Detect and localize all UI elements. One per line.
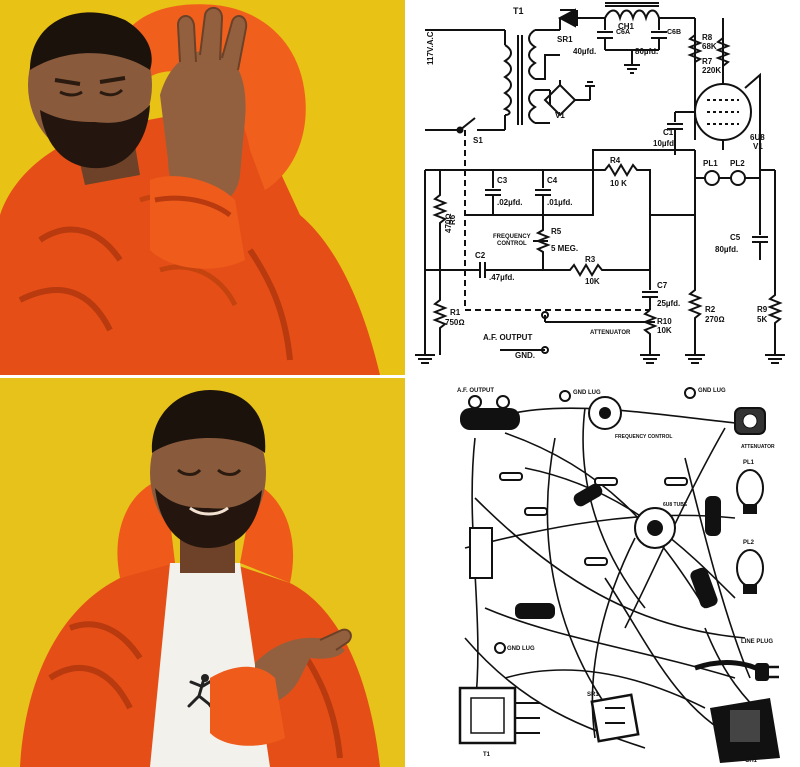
label-c4: C4 bbox=[547, 176, 558, 185]
tube-socket-icon bbox=[634, 507, 676, 549]
label-c6b-value: 80µfd. bbox=[635, 47, 658, 56]
label-c5-value: 80µfd. bbox=[715, 245, 738, 254]
wiring-label-sr1: SR1 bbox=[587, 692, 599, 698]
label-c7-value: 25µfd. bbox=[657, 299, 680, 308]
line-plug-icon bbox=[694, 660, 779, 681]
label-r5-value: 5 MEG. bbox=[551, 244, 578, 253]
label-r9: R9 bbox=[757, 305, 768, 314]
label-c6b: C6B bbox=[667, 29, 681, 36]
label-r8: R8 bbox=[702, 33, 713, 42]
audio-oscillator-wiring-diagram: A.F. OUTPUT GND LUG GND LUG FREQUENCY CO… bbox=[457, 387, 780, 764]
label-vac: 117V.A.C. bbox=[426, 29, 435, 65]
label-t1: T1 bbox=[513, 6, 524, 16]
label-c3-value: .02µfd. bbox=[497, 198, 523, 207]
label-pl2: PL2 bbox=[730, 159, 745, 168]
label-control: CONTROL bbox=[497, 241, 527, 247]
label-r1-value: 750Ω bbox=[445, 318, 465, 327]
label-tube-v1: V1 bbox=[753, 142, 763, 151]
panel-drake-reject bbox=[0, 0, 405, 375]
rectifier-sr1-icon bbox=[590, 693, 640, 743]
row-divider bbox=[0, 375, 800, 378]
label-sr1: SR1 bbox=[557, 35, 573, 44]
terminal-strip-icon bbox=[469, 527, 493, 579]
wiring-label-tube: 6U8 TUBE bbox=[663, 502, 688, 508]
ground-lug-icon bbox=[494, 387, 696, 654]
wiring-label-attenuator: ATTENUATOR bbox=[741, 444, 775, 450]
label-c1-value: 10µfd. bbox=[653, 139, 676, 148]
drake-approve-figure bbox=[0, 378, 405, 767]
label-r1: R1 bbox=[450, 308, 461, 317]
label-gnd: GND. bbox=[515, 351, 535, 360]
wiring-label-gnd-lug-3: GND LUG bbox=[507, 646, 535, 652]
label-af-output: A.F. OUTPUT bbox=[483, 333, 532, 342]
label-pl1: PL1 bbox=[703, 159, 718, 168]
label-c6a-value: 40µfd. bbox=[573, 47, 596, 56]
drake-reject-figure bbox=[0, 0, 405, 375]
label-r2-value: 270Ω bbox=[705, 315, 725, 324]
label-c2-value: .47µfd. bbox=[489, 273, 515, 282]
label-r9-value: 5K bbox=[757, 315, 767, 324]
label-tube-type: 6U8 bbox=[750, 133, 765, 142]
label-c2: C2 bbox=[475, 251, 486, 260]
label-r2: R2 bbox=[705, 305, 716, 314]
label-c5: C5 bbox=[730, 233, 741, 242]
label-s1: S1 bbox=[473, 136, 483, 145]
wiring-label-af-output: A.F. OUTPUT bbox=[457, 388, 494, 394]
wiring-label-gnd-lug-2: GND LUG bbox=[698, 388, 726, 394]
label-c3: C3 bbox=[497, 176, 508, 185]
panel-drake-approve bbox=[0, 378, 405, 767]
choke-ch1-icon bbox=[710, 698, 780, 763]
label-ch1: CH1 bbox=[618, 22, 635, 31]
audio-oscillator-schematic: T1 SR1 CH1 C6A 40µfd. C6B 80µfd. R8 68K … bbox=[415, 2, 785, 364]
label-c6a: C6A bbox=[616, 29, 630, 36]
af-output-jack-icon bbox=[460, 395, 520, 430]
wiring-label-freq-control: FREQUENCY CONTROL bbox=[615, 434, 672, 440]
label-v1-rect: V1 bbox=[555, 111, 565, 120]
label-r4: R4 bbox=[610, 156, 621, 165]
label-r6-value: 470Ω bbox=[444, 214, 453, 234]
pilot-lamp-pl2-icon bbox=[736, 549, 764, 594]
label-r5: R5 bbox=[551, 227, 562, 236]
label-r3: R3 bbox=[585, 255, 596, 264]
wiring-label-pl1: PL1 bbox=[743, 460, 755, 466]
panel-schematic: T1 SR1 CH1 C6A 40µfd. C6B 80µfd. R8 68K … bbox=[405, 0, 800, 375]
panel-wiring-pictorial: A.F. OUTPUT GND LUG GND LUG FREQUENCY CO… bbox=[405, 378, 800, 767]
label-frequency: FREQUENCY bbox=[493, 234, 531, 240]
label-r4-value: 10 K bbox=[610, 179, 627, 188]
pilot-lamp-pl1-icon bbox=[736, 469, 764, 514]
wiring-label-pl2: PL2 bbox=[743, 540, 755, 546]
attenuator-pot-icon bbox=[734, 407, 766, 435]
label-r10-value: 10K bbox=[657, 326, 672, 335]
label-r7-value: 220K bbox=[702, 66, 721, 75]
wiring-label-t1: T1 bbox=[483, 752, 491, 758]
wiring-label-ch1: CH1 bbox=[745, 758, 758, 764]
label-r3-value: 10K bbox=[585, 277, 600, 286]
wiring-label-gnd-lug: GND LUG bbox=[573, 390, 601, 396]
label-c7: C7 bbox=[657, 281, 668, 290]
label-c4-value: .01µfd. bbox=[547, 198, 573, 207]
jumpman-logo-icon bbox=[187, 674, 217, 714]
frequency-control-pot-icon bbox=[588, 396, 622, 430]
label-c1: C1 bbox=[663, 128, 674, 137]
label-r10: R10 bbox=[657, 317, 672, 326]
label-r8-value: 68K bbox=[702, 42, 717, 51]
label-r7: R7 bbox=[702, 57, 713, 66]
transformer-t1-icon bbox=[458, 686, 540, 745]
wiring-label-line-plug: LINE PLUG bbox=[741, 639, 773, 645]
label-attenuator: ATTENUATOR bbox=[590, 330, 631, 336]
label-r6: R6 bbox=[448, 214, 457, 225]
